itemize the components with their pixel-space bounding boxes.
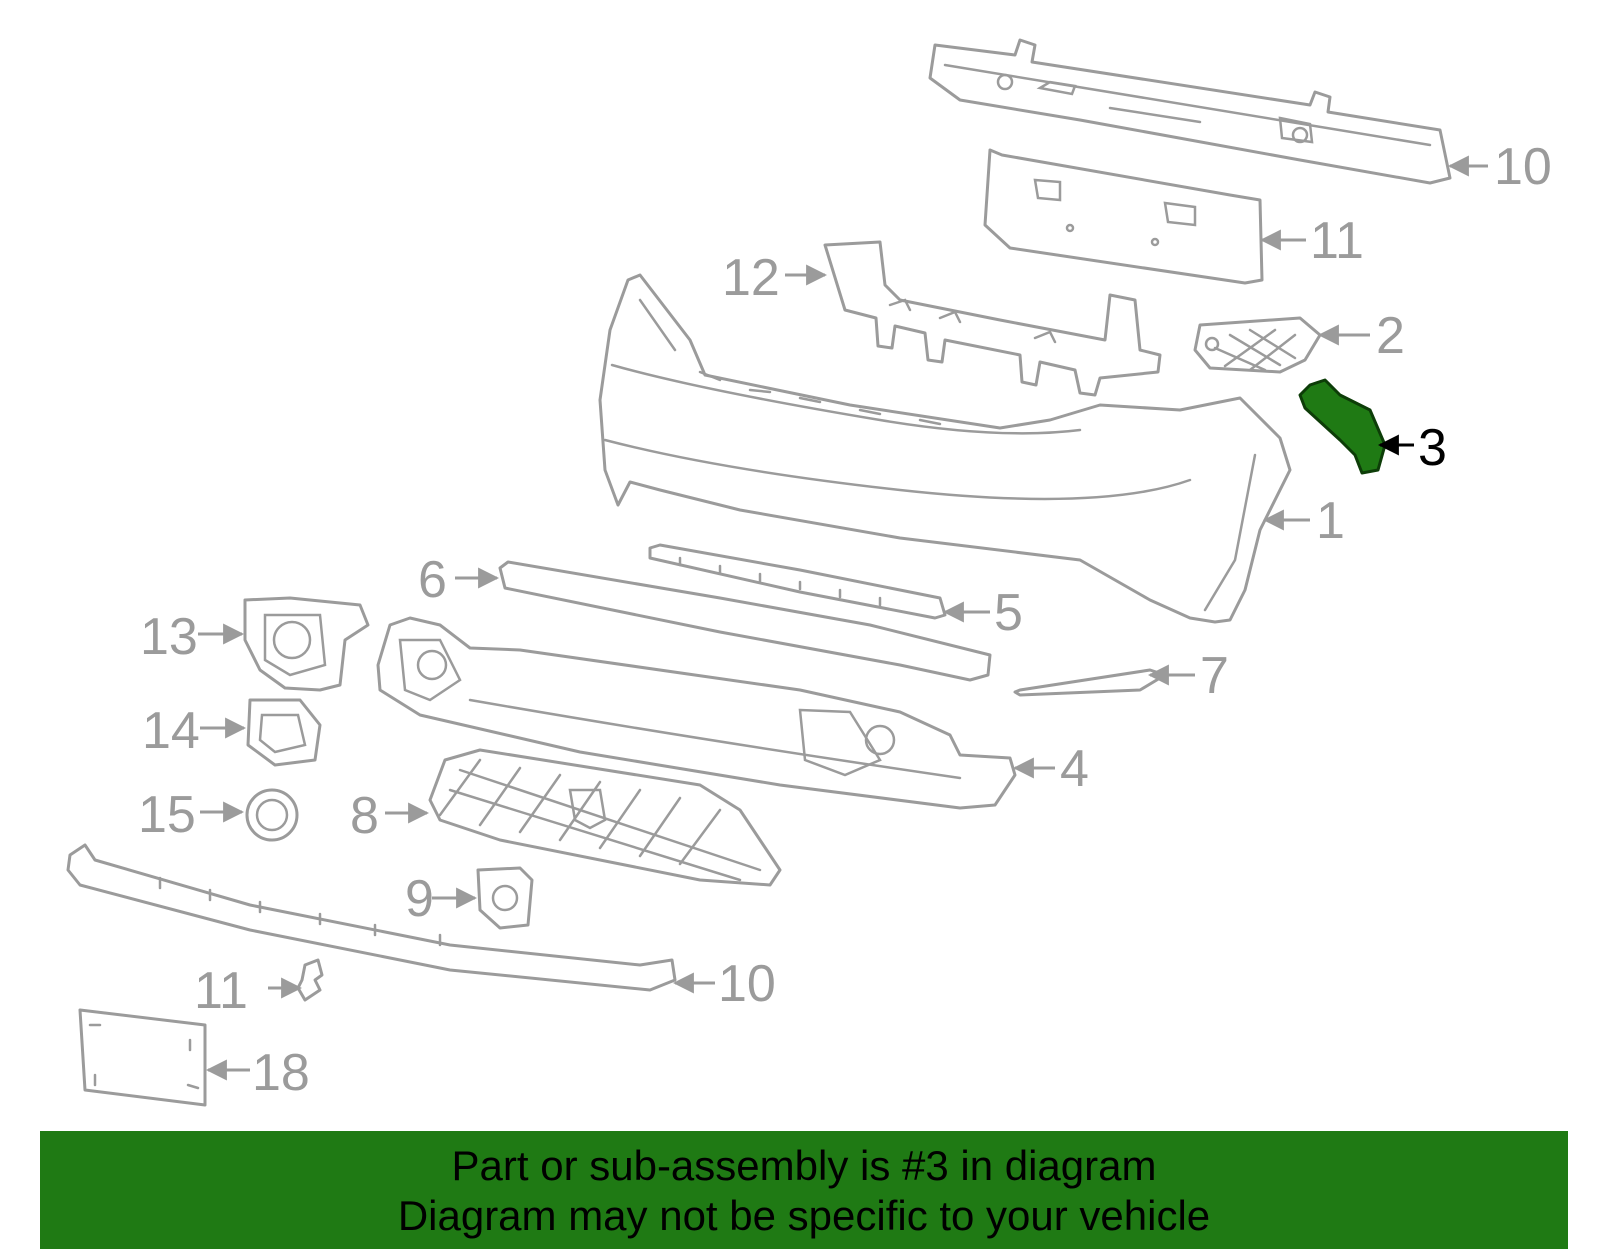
part-18-license-bracket[interactable]: [78, 1008, 207, 1107]
callout-5: 5: [942, 584, 1023, 642]
callout-12: 10: [1447, 138, 1552, 196]
part-2-side-bracket[interactable]: [1193, 316, 1322, 374]
callout-13: 11: [1259, 212, 1364, 270]
callout-16-label: 14: [142, 702, 200, 760]
part-4-lower-fascia[interactable]: [376, 616, 1017, 810]
callout-4-label: 4: [1060, 740, 1089, 798]
callout-2-label: 2: [1376, 307, 1405, 365]
callout-16: 14: [142, 702, 247, 760]
callout-13-label: 11: [1310, 212, 1364, 270]
part-9-small-bezel[interactable]: [476, 866, 534, 930]
callout-11-number: 11: [194, 962, 248, 1020]
part-13-energy-absorber[interactable]: [983, 148, 1264, 285]
callout-3-label: 3: [1418, 419, 1447, 477]
parts-diagram: 10 11 12 2 1: [66, 38, 1552, 1107]
callout-9-label: 9: [405, 870, 434, 928]
part-3-highlighted-bracket[interactable]: 3: [1298, 378, 1447, 477]
callout-17-label: 15: [138, 786, 196, 844]
callout-8: 8: [350, 787, 430, 845]
part-12-reinforcement-beam[interactable]: [928, 38, 1452, 185]
callout-4: 4: [1012, 740, 1089, 798]
callout-11: 11 11: [194, 962, 303, 1020]
part-14-support-bracket[interactable]: [823, 240, 1162, 397]
part-15-fog-bracket[interactable]: [243, 596, 370, 692]
callout-15: 13: [140, 608, 245, 666]
callout-5-label: 5: [994, 584, 1023, 642]
callout-18-label: 18: [252, 1044, 310, 1102]
callout-10-number: 10: [718, 955, 776, 1013]
callout-10: 7 10 10: [672, 955, 776, 1013]
callout-1: 1: [1262, 492, 1345, 550]
part-7-side-trim[interactable]: [1013, 668, 1167, 697]
callout-15-label: 13: [140, 608, 198, 666]
callout-1-label: 1: [1316, 492, 1345, 550]
banner-line-1: Part or sub-assembly is #3 in diagram: [451, 1142, 1157, 1189]
callout-18: 18: [205, 1044, 310, 1102]
callout-6: 6: [418, 551, 500, 609]
info-banner: Part or sub-assembly is #3 in diagram Di…: [40, 1131, 1568, 1249]
part-6-trim-strip[interactable]: [498, 560, 992, 682]
part-1-bumper-cover[interactable]: [598, 273, 1292, 624]
callout-14-label: 12: [722, 249, 780, 307]
part-10-lower-trim[interactable]: [66, 843, 677, 992]
banner-line-2: Diagram may not be specific to your vehi…: [397, 1192, 1211, 1239]
part-8-lower-grille[interactable]: [428, 748, 782, 887]
callout-7-label: 7: [1200, 647, 1229, 705]
part-17-ring[interactable]: [245, 788, 299, 842]
callout-9: 9: [405, 870, 478, 928]
callout-8-label: 8: [350, 787, 379, 845]
callout-7: 7: [1147, 647, 1229, 705]
callout-17: 15: [138, 786, 245, 844]
callout-12-label: 10: [1494, 138, 1552, 196]
callout-2: 2: [1317, 307, 1405, 365]
callout-6-label: 6: [418, 551, 447, 609]
part-11-clip[interactable]: [296, 958, 324, 1002]
part-16-fog-bezel[interactable]: [246, 698, 322, 767]
callout-14: 12: [722, 249, 828, 307]
